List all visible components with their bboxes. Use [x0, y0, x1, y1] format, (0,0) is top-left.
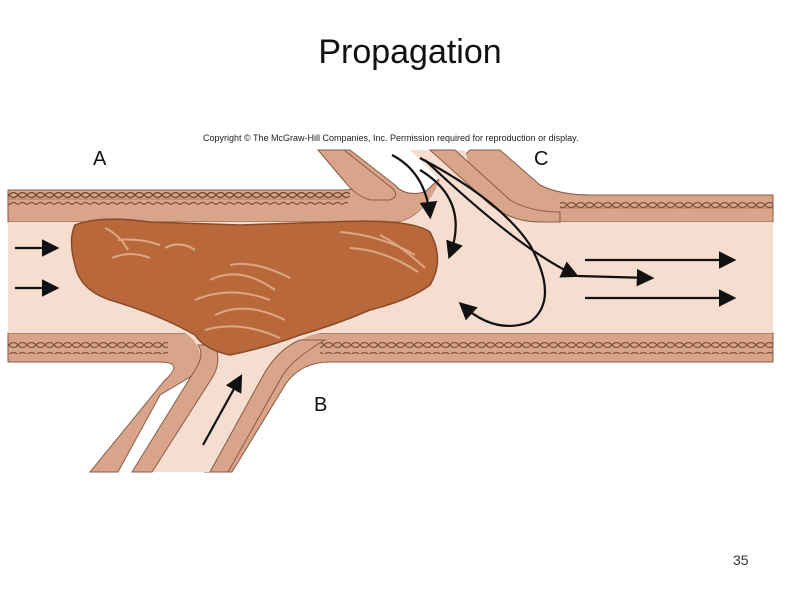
copyright-notice: Copyright © The McGraw-Hill Companies, I…: [203, 133, 579, 143]
label-c: C: [534, 148, 549, 170]
recirculation-arrow: [419, 157, 547, 327]
vessel-propagation-diagram: [7, 149, 774, 473]
branch-walls: [131, 149, 561, 473]
thrombus: [70, 218, 439, 356]
page-number: 35: [733, 552, 749, 568]
slide-title: Propagation: [318, 33, 502, 71]
label-b: B: [314, 394, 328, 416]
branch-c-flow-arrow-2: [419, 169, 463, 260]
outflow-arrow-mid: [577, 268, 655, 287]
flow-arrows: [15, 154, 737, 446]
outflow-curve-arrow: [424, 159, 580, 278]
branch-b-inflow-arrow: [202, 374, 243, 446]
branch-c-flow-arrow-1: [391, 154, 438, 220]
label-a: A: [93, 148, 107, 170]
